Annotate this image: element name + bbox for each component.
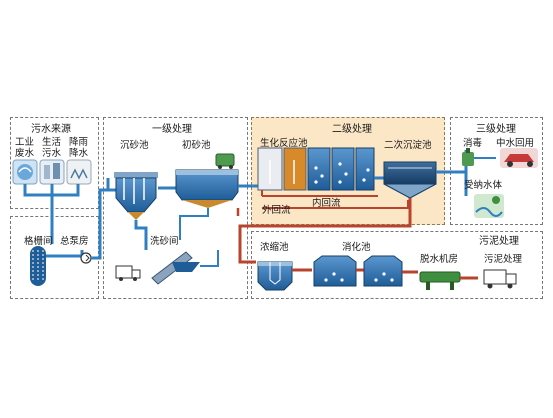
sand-washing-label: 洗砂间 bbox=[150, 236, 179, 247]
source-label-industrial-line2: 废水 bbox=[15, 148, 35, 159]
domestic-sewage-image bbox=[39, 159, 65, 185]
primary-settling-label: 初砂池 bbox=[182, 140, 211, 151]
bioreactor-tank bbox=[257, 147, 375, 191]
pump-room-label: 总泵房 bbox=[60, 236, 89, 247]
grille-label: 格栅间 bbox=[24, 236, 53, 247]
source-label-rainfall-line1: 降雨 bbox=[69, 137, 89, 148]
source-section-box bbox=[10, 117, 99, 209]
bioreactor-label: 生化反应池 bbox=[260, 138, 308, 149]
source-label-rainfall-line2: 降水 bbox=[69, 148, 89, 159]
primary-section-title: 一级处理 bbox=[152, 124, 192, 135]
secondary-section-title: 二级处理 bbox=[332, 124, 372, 135]
sludge-truck bbox=[483, 269, 517, 289]
source-label-industrial-line1: 工业 bbox=[15, 137, 35, 148]
grille-machine bbox=[30, 246, 46, 286]
primary-section-box bbox=[103, 117, 248, 299]
sludge-disposal-label: 污泥处理 bbox=[484, 254, 523, 265]
dewatering-machine bbox=[419, 271, 461, 290]
secondary-clarifier-label: 二次沉淀池 bbox=[384, 140, 432, 151]
external-reflux-label: 外回流 bbox=[262, 205, 291, 216]
digester-label: 消化池 bbox=[342, 242, 371, 253]
thickener-label: 浓缩池 bbox=[260, 242, 289, 253]
digester-tank-1 bbox=[313, 255, 357, 287]
sludge-section-box bbox=[251, 231, 543, 299]
digester-tank-2 bbox=[363, 255, 403, 287]
tertiary-section-title: 三级处理 bbox=[476, 124, 516, 135]
source-section-title: 污水来源 bbox=[31, 124, 71, 135]
receiving-water-label: 受纳水体 bbox=[464, 180, 503, 191]
reclaimed-water-label: 中水回用 bbox=[496, 138, 535, 149]
sand-washing-unit bbox=[115, 251, 200, 285]
thickener-tank bbox=[257, 261, 293, 291]
main-pump bbox=[80, 252, 92, 264]
grit-tank-label: 沉砂池 bbox=[120, 140, 149, 151]
disinfection-label: 消毒 bbox=[463, 138, 483, 149]
disinfection-icon bbox=[462, 148, 474, 166]
receiving-water-image bbox=[474, 194, 504, 218]
sludge-section-title: 污泥处理 bbox=[479, 236, 519, 247]
source-label-domestic-line1: 生活 bbox=[42, 137, 62, 148]
industrial-wastewater-image bbox=[12, 159, 38, 185]
rainfall-image bbox=[66, 159, 92, 185]
primary-settling-tank bbox=[175, 153, 239, 208]
dewatering-room-label: 脱水机房 bbox=[420, 254, 459, 265]
source-label-domestic-line2: 污水 bbox=[42, 148, 62, 159]
internal-reflux-label: 内回流 bbox=[312, 198, 341, 209]
reclaimed-water-car-image bbox=[500, 148, 538, 168]
grit-tank bbox=[114, 172, 158, 220]
secondary-clarifier bbox=[383, 161, 437, 199]
